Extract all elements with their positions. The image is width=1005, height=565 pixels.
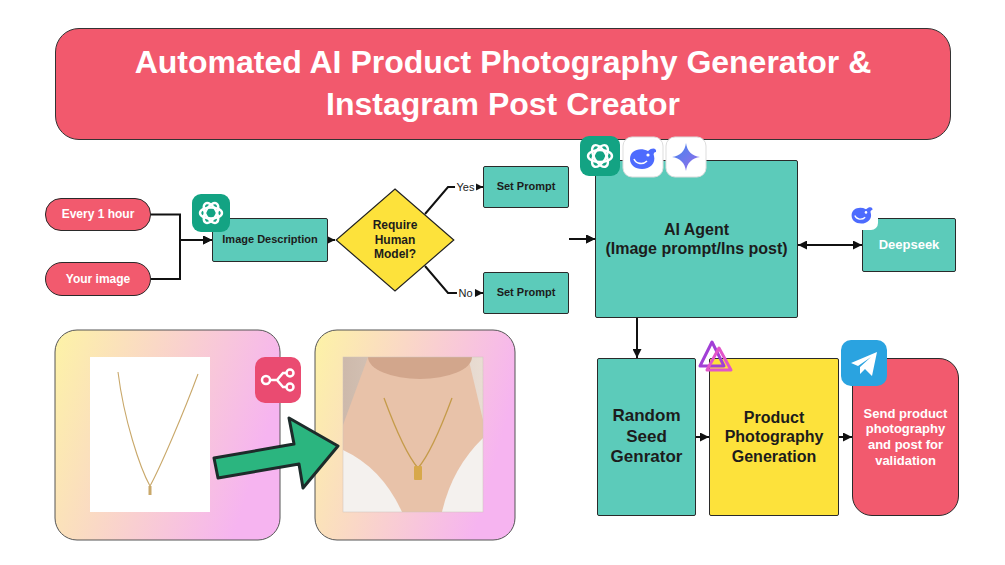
process-box: Random Seed Genrator: [597, 358, 696, 516]
necklace-pendant: [149, 486, 152, 495]
title-banner: Automated AI Product Photography Generat…: [55, 28, 951, 140]
text-group: AI Agent(Image prompt/Ins post): [601, 220, 792, 258]
necklace-chain: [118, 372, 198, 486]
node-label: (Image prompt/Ins post): [601, 239, 792, 258]
connector: [569, 238, 595, 240]
node-label: Deepseek: [868, 237, 950, 253]
node-label: Every 1 hour: [52, 207, 144, 221]
text-group: Send product photography and post for va…: [859, 406, 952, 468]
gemini-icon: [666, 137, 706, 177]
deepseek-icon: [846, 198, 878, 230]
text-group: Image Description: [217, 233, 323, 246]
agent-box: AI Agent(Image prompt/Ins post): [595, 160, 798, 318]
openai-icon: [192, 194, 230, 232]
openai-icon: [580, 136, 620, 176]
decision-diamond: Require Human Model?: [335, 188, 455, 292]
edge-label: No: [456, 287, 474, 299]
photo-frame: [343, 357, 483, 512]
connector: [798, 244, 862, 246]
node-label: Image Description: [217, 233, 323, 246]
connector: [151, 240, 212, 279]
connector: [696, 436, 709, 438]
diamond-shape: [336, 189, 454, 291]
text-group: Set Prompt: [488, 180, 564, 193]
node-label: Random Seed Genrator: [604, 406, 689, 467]
chin-shadow: [368, 357, 472, 379]
connector: [839, 436, 852, 438]
text-group: Set Prompt: [488, 286, 564, 299]
shirt: [442, 438, 483, 512]
product-photo: [90, 357, 210, 512]
text-group: Product Photography Generation: [716, 408, 832, 466]
node-label: Require Human Model?: [366, 218, 424, 261]
necklace-pendant: [414, 466, 422, 480]
title-text: Automated AI Product Photography Generat…: [66, 42, 940, 125]
text-group: Random Seed Genrator: [604, 406, 689, 467]
node-label: Set Prompt: [488, 286, 564, 299]
skin: [343, 357, 483, 512]
n8n-icon: [255, 357, 301, 403]
connector: [636, 318, 638, 358]
node-label: AI Agent: [601, 220, 792, 239]
connector: [328, 239, 335, 241]
node-label: Set Prompt: [488, 180, 564, 193]
edge-label: Yes: [455, 181, 477, 193]
photo-background: [343, 357, 483, 512]
trigger-pill: Every 1 hour: [45, 198, 151, 231]
generated-photo: [343, 357, 483, 512]
text-group: Require Human Model?: [366, 218, 424, 261]
process-box: Product Photography Generation: [709, 358, 839, 516]
necklace-chain: [384, 398, 452, 468]
shirt: [343, 450, 402, 512]
telegram-icon: [841, 340, 887, 386]
deepseek-icon: [623, 137, 663, 177]
connector: [569, 238, 595, 240]
text-group: Every 1 hour: [52, 207, 144, 221]
automation-icon: [700, 342, 731, 370]
node-label: Send product photography and post for va…: [859, 406, 952, 468]
image-panel: [315, 330, 515, 540]
node-label: Product Photography Generation: [716, 408, 832, 466]
image-panel: [55, 330, 280, 540]
node-label: Your image: [52, 272, 144, 286]
process-box: Set Prompt: [483, 166, 569, 208]
text-group: Deepseek: [868, 237, 950, 253]
input-pill: Your image: [45, 262, 151, 296]
transform-arrow: [214, 418, 338, 488]
text-group: Your image: [52, 272, 144, 286]
process-box: Set Prompt: [483, 272, 569, 314]
